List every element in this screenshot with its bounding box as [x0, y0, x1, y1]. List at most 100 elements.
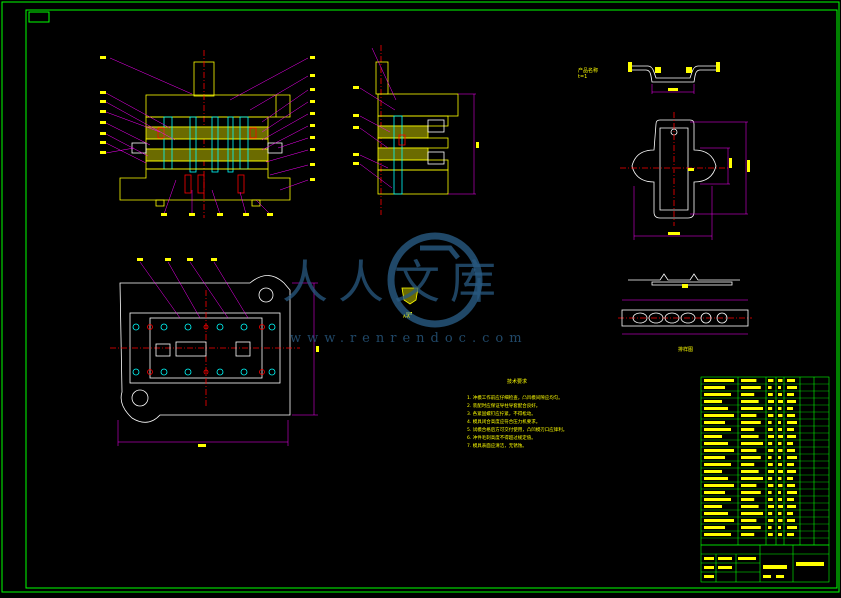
parts-list-entry	[778, 456, 781, 459]
parts-list-entry	[768, 386, 772, 389]
title-block-text	[704, 557, 824, 578]
parts-list-entry	[778, 386, 781, 389]
parts-list-entry	[787, 400, 796, 403]
parts-list-entry	[787, 512, 793, 515]
drawing-number-box	[28, 11, 50, 23]
parts-list-entry	[741, 407, 763, 410]
parts-list-entry	[787, 379, 795, 382]
parts-list-entry	[778, 435, 783, 438]
parts-list-entry	[787, 449, 795, 452]
parts-list-entry	[704, 484, 734, 487]
strip-layout	[618, 273, 752, 335]
parts-list-entry	[778, 400, 783, 403]
parts-list-entry	[768, 484, 774, 487]
parts-list-entry	[778, 442, 782, 445]
note-line: 2. 装配时应保证导柱导套配合良好。	[467, 404, 541, 409]
parts-list-entry	[778, 505, 783, 508]
parts-list-entry	[778, 428, 782, 431]
parts-list-entry	[768, 512, 773, 515]
parts-list-entry	[768, 463, 773, 466]
parts-list-entry	[741, 442, 763, 445]
parts-list-entry	[768, 470, 774, 473]
parts-list-entry	[768, 400, 774, 403]
notes-title: 技术要求	[507, 379, 528, 385]
parts-list-entry	[741, 484, 757, 487]
parts-list-entry	[778, 421, 781, 424]
parts-list-entry	[741, 393, 755, 396]
parts-list-entry	[741, 491, 761, 494]
parts-list-entry	[704, 533, 731, 536]
parts-list-entry	[768, 519, 774, 522]
parts-list-entry	[768, 414, 774, 417]
parts-list-entry	[704, 463, 731, 466]
parts-list-entry	[787, 477, 793, 480]
parts-list-entry	[778, 463, 782, 466]
parts-list-entry	[768, 393, 773, 396]
parts-list-entry	[741, 505, 759, 508]
section-label: A-A	[403, 314, 410, 319]
parts-list-entry	[741, 400, 759, 403]
parts-list-entry	[787, 505, 796, 508]
parts-list-entry	[787, 428, 794, 431]
parts-list-entry	[768, 477, 773, 480]
parts-list-entry	[741, 414, 757, 417]
parts-list-entry	[787, 393, 794, 396]
parts-list-entry	[741, 526, 761, 529]
parts-list-entry	[778, 449, 783, 452]
parts-list-entry	[787, 414, 795, 417]
parts-list-entry	[787, 533, 794, 536]
parts-list-entry	[741, 477, 763, 480]
strip-layout-label: 排样图	[678, 347, 694, 353]
parts-list-entry	[787, 463, 794, 466]
parts-list-entry	[778, 491, 781, 494]
parts-list-entry	[704, 407, 728, 410]
parts-list-entry	[768, 407, 773, 410]
parts-list-text	[704, 379, 797, 536]
parts-list-entry	[741, 379, 757, 382]
parts-list-entry	[768, 456, 772, 459]
parts-list-entry	[787, 435, 796, 438]
parts-list-entry	[768, 491, 772, 494]
parts-list-entry	[704, 435, 722, 438]
parts-list-entry	[704, 477, 728, 480]
parts-list-entry	[741, 435, 759, 438]
parts-list-entry	[778, 512, 782, 515]
parts-list-entry	[787, 407, 793, 410]
note-line: 7. 模具表面应清洁，无锈蚀。	[467, 444, 527, 449]
parts-list-entry	[768, 379, 774, 382]
inner-border	[25, 9, 838, 589]
part-plan-view	[620, 112, 750, 240]
watermark-url: www.renrendoc.com	[290, 331, 528, 346]
parts-list-entry	[768, 505, 774, 508]
parts-list-entry	[704, 505, 722, 508]
parts-list-entry	[787, 421, 797, 424]
parts-list-entry	[704, 498, 731, 501]
parts-list-entry	[741, 428, 755, 431]
parts-list-entry	[768, 442, 773, 445]
watermark-brand: 人人文库	[282, 255, 506, 309]
parts-list-entry	[741, 386, 761, 389]
parts-list-entry	[778, 393, 782, 396]
parts-list-entry	[741, 463, 755, 466]
parts-list-entry	[741, 470, 759, 473]
title-block-rows	[701, 383, 829, 539]
parts-list-entry	[741, 421, 761, 424]
parts-list-entry	[778, 519, 783, 522]
parts-list-entry	[704, 379, 734, 382]
parts-list-entry	[787, 470, 796, 473]
parts-list-entry	[787, 484, 795, 487]
parts-list-entry	[704, 449, 734, 452]
parts-list-entry	[787, 442, 793, 445]
note-line: 4. 模具闭合高度应符合压力机要求。	[467, 420, 541, 425]
parts-list-entry	[778, 477, 782, 480]
parts-list-entry	[704, 491, 725, 494]
parts-list-entry	[787, 456, 797, 459]
parts-list-entry	[787, 519, 795, 522]
parts-list-entry	[741, 512, 763, 515]
parts-list-entry	[768, 449, 774, 452]
parts-list-entry	[704, 393, 731, 396]
parts-list-entry	[704, 386, 725, 389]
parts-list-entry	[787, 498, 794, 501]
